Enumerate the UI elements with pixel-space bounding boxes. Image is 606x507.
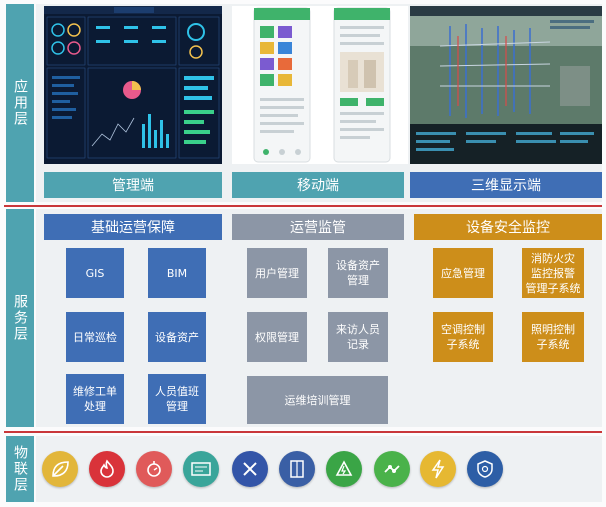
management-dashboard-screenshot <box>44 6 222 164</box>
tab-mobile: 移动端 <box>232 172 404 198</box>
tab-three-d-display: 三维显示端 <box>410 172 602 198</box>
section-basic-operation: 基础运营保障 <box>44 214 222 240</box>
box-maintenance-training: 运维培训管理 <box>247 376 388 424</box>
service-layer-label: 服务层 <box>6 209 34 427</box>
box-staff-duty: 人员值班 管理 <box>148 374 206 424</box>
electric-meter-icon <box>326 451 362 487</box>
iot-layer-label: 物联层 <box>6 436 34 502</box>
box-user-management: 用户管理 <box>247 248 307 298</box>
control-panel-icon <box>183 451 219 487</box>
separator-top <box>4 205 602 207</box>
box-permission-management: 权限管理 <box>247 312 307 362</box>
mobile-app-screenshot <box>232 6 408 164</box>
separator-bottom <box>4 431 602 433</box>
leaf-icon <box>42 451 78 487</box>
box-visitor-records: 来访人员 记录 <box>328 312 388 362</box>
three-d-display-screenshot <box>410 6 602 164</box>
lightning-icon <box>420 451 456 487</box>
security-shield-icon <box>467 451 503 487</box>
box-fire-alarm-subsystem: 消防火灾 监控报警 管理子系统 <box>522 248 584 298</box>
iot-layer-bg <box>36 436 602 502</box>
box-lighting-subsystem: 照明控制 子系统 <box>522 312 584 362</box>
box-bim: BIM <box>148 248 206 298</box>
box-repair-orders: 维修工单 处理 <box>66 374 124 424</box>
alarm-bell-icon <box>136 451 172 487</box>
pipe-valve-icon <box>374 451 410 487</box>
section-equipment-safety: 设备安全监控 <box>414 214 602 240</box>
dashboard-graphic <box>44 6 222 159</box>
wrench-screwdriver-icon <box>232 451 268 487</box>
box-daily-inspection: 日常巡检 <box>66 312 124 362</box>
cabinet-icon <box>279 451 315 487</box>
box-hvac-subsystem: 空调控制 子系统 <box>433 312 493 362</box>
box-asset-management: 设备资产 管理 <box>328 248 388 298</box>
box-equipment-assets: 设备资产 <box>148 312 206 362</box>
box-gis: GIS <box>66 248 124 298</box>
mobile-graphic <box>253 7 391 163</box>
box-emergency-management: 应急管理 <box>433 248 493 298</box>
flame-icon <box>89 451 125 487</box>
application-layer-label: 应用层 <box>6 4 34 202</box>
section-operation-supervision: 运营监管 <box>232 214 404 240</box>
three-d-graphic <box>410 6 602 164</box>
tab-management: 管理端 <box>44 172 222 198</box>
